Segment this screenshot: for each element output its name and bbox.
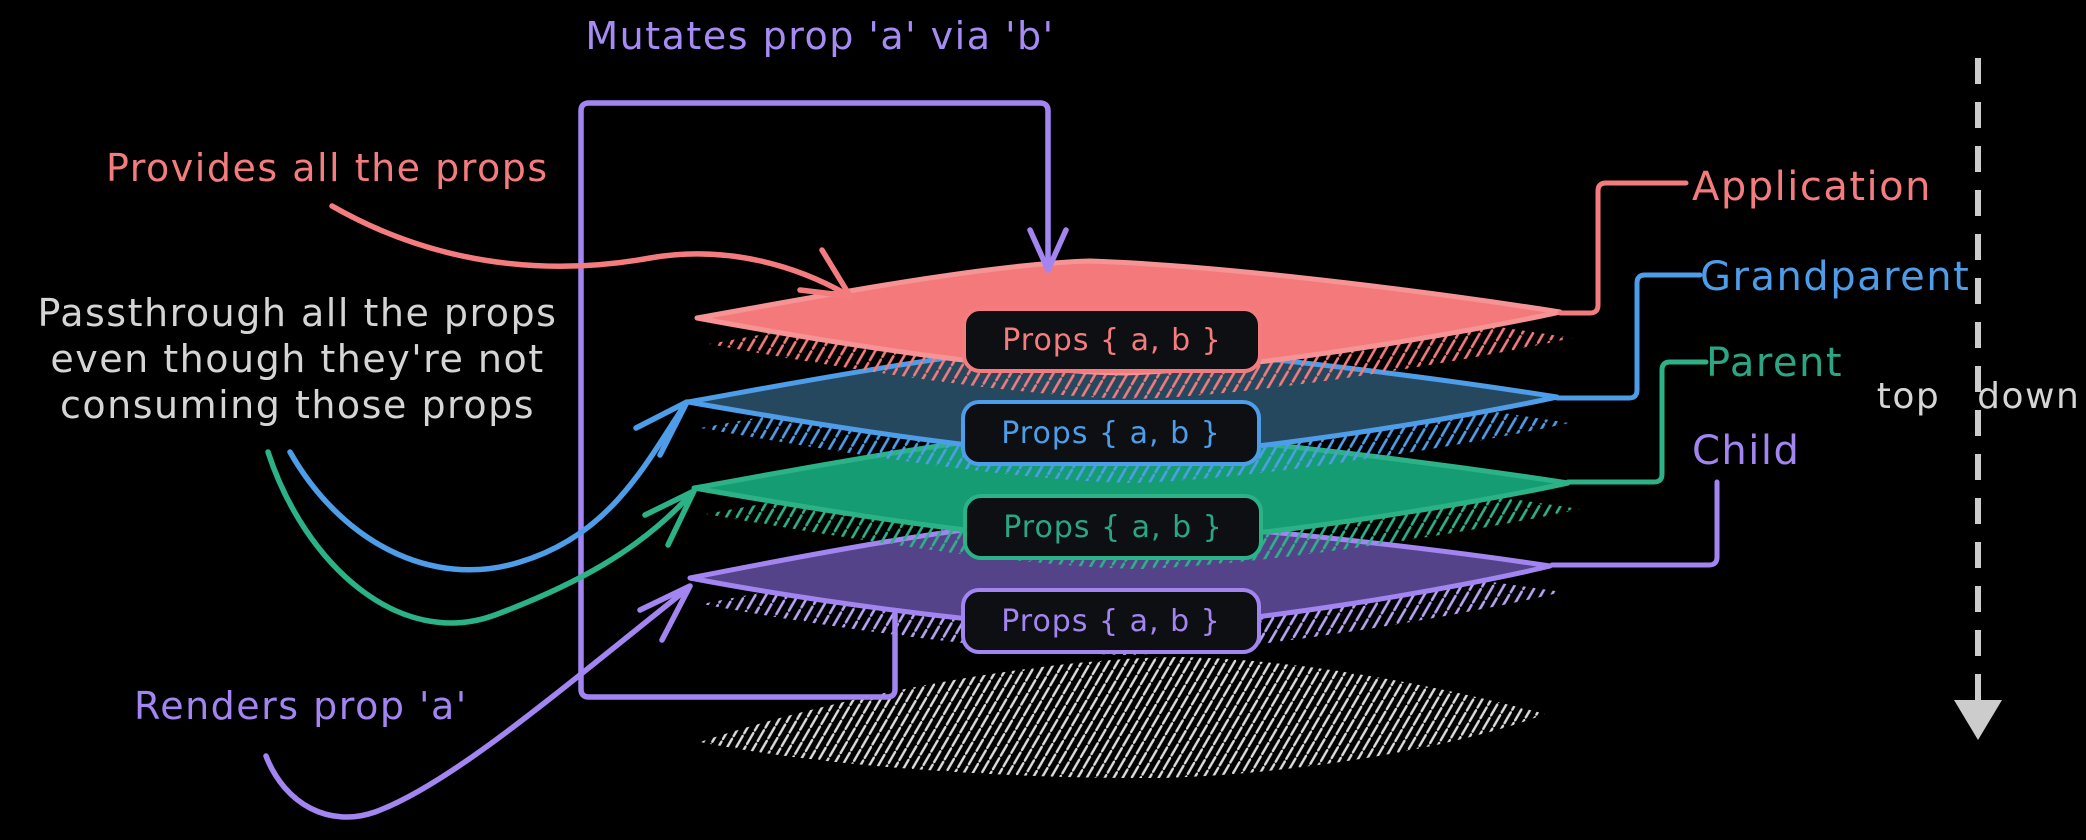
layer-label-parent: Parent — [1706, 340, 1844, 386]
annotation-passthrough-line3: consuming those props — [59, 383, 536, 427]
props-box-parent: Props { a, b } — [963, 494, 1263, 560]
annotation-passthrough: Passthrough all the props even though th… — [5, 290, 590, 428]
props-box-grandparent: Props { a, b } — [961, 400, 1261, 466]
props-label: Props { a, b } — [1001, 415, 1221, 451]
arrow-mutates-loop — [578, 100, 1069, 700]
arrow-passthrough-parent — [265, 449, 697, 626]
annotation-passthrough-line2: even though they're not — [50, 337, 545, 381]
annotation-renders: Renders prop 'a' — [134, 684, 468, 728]
layer-label-grandparent: Grandparent — [1700, 254, 1971, 300]
props-label: Props { a, b } — [1002, 322, 1222, 358]
props-label: Props { a, b } — [1001, 603, 1221, 639]
arrow-renders — [263, 583, 693, 820]
props-box-child: Props { a, b } — [961, 588, 1261, 654]
top-down-arrow — [1954, 58, 2002, 740]
annotation-mutates: Mutates prop 'a' via 'b' — [585, 14, 1055, 58]
annotation-provides: Provides all the props — [106, 146, 549, 190]
layer-label-application: Application — [1692, 164, 1932, 210]
connector-application — [1557, 180, 1689, 316]
arrow-passthrough-grandparent — [287, 399, 690, 573]
annotation-passthrough-line1: Passthrough all the props — [37, 291, 558, 335]
props-label: Props { a, b } — [1003, 509, 1223, 545]
stack-ground-shadow — [700, 657, 1545, 779]
arrow-provides — [329, 203, 853, 299]
direction-label: top down — [1876, 376, 2081, 417]
connector-parent — [1565, 359, 1709, 485]
layer-label-child: Child — [1692, 428, 1801, 474]
props-box-application: Props { a, b } — [962, 307, 1262, 373]
connector-child — [1549, 479, 1720, 568]
connector-grandparent — [1554, 272, 1703, 401]
